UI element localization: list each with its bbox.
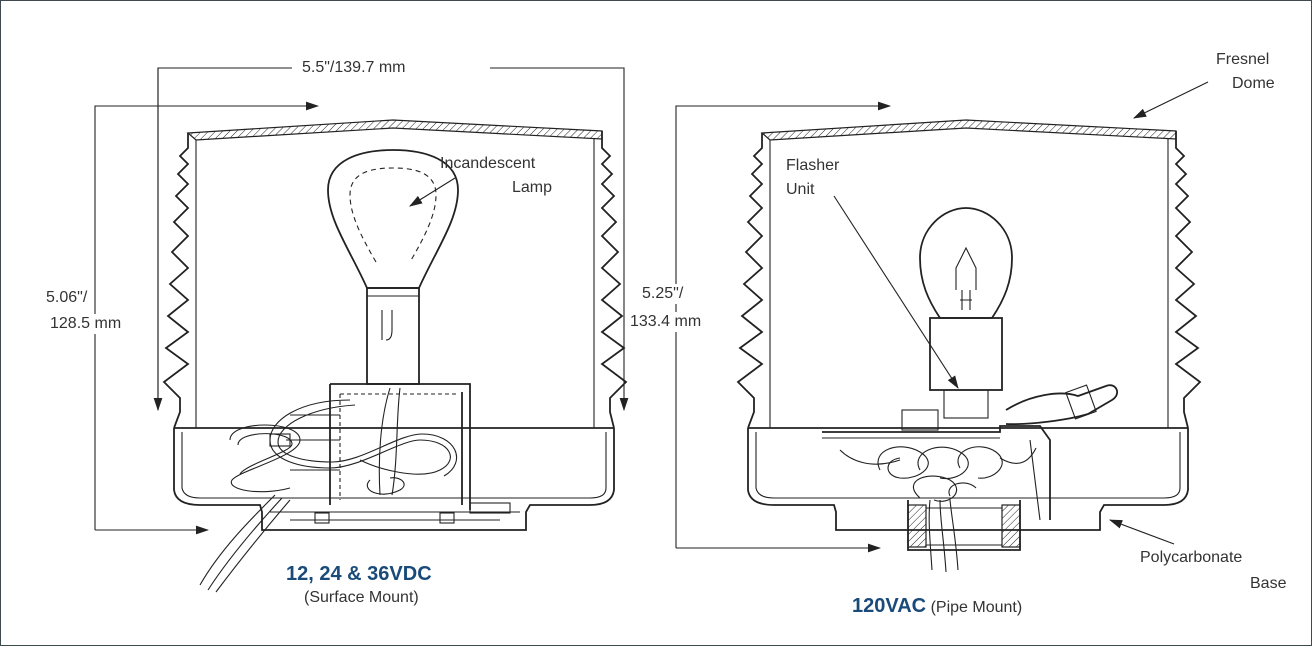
lamp-leader — [409, 177, 456, 207]
left-height-label-1: 5.06"/ — [44, 288, 90, 308]
left-dimensions — [94, 67, 624, 535]
flasher-leader — [833, 195, 959, 389]
left-dome-top — [186, 119, 603, 141]
base-leader — [1108, 519, 1175, 545]
left-beacon — [162, 119, 628, 593]
incandescent-lamp — [327, 149, 459, 289]
right-height-label-1: 5.25"/ — [640, 284, 686, 304]
right-fresnel-left — [736, 133, 764, 429]
width-dimension-label: 5.5"/139.7 mm — [298, 58, 410, 78]
right-caption-title: 120VAC — [852, 595, 927, 617]
left-base — [173, 427, 615, 531]
right-beacon — [736, 119, 1202, 573]
right-fresnel-right — [1174, 131, 1202, 429]
lamp-label-2: Lamp — [512, 179, 553, 196]
dome-leader — [1133, 81, 1209, 119]
callout-leaders — [409, 81, 1209, 545]
right-lamp — [919, 207, 1013, 319]
left-fresnel-left — [162, 133, 190, 429]
right-height-label-2: 133.4 mm — [628, 312, 704, 332]
dome-label-1: Fresnel — [1216, 51, 1270, 68]
base-label-2: Base — [1250, 575, 1287, 592]
right-caption-subtitle: (Pipe Mount) — [930, 599, 1023, 616]
flasher-label-1: Flasher — [786, 157, 840, 174]
base-label-1: Polycarbonate — [1140, 549, 1243, 566]
left-fresnel-right — [600, 131, 628, 429]
dome-label-2: Dome — [1232, 75, 1275, 92]
left-height-label-2: 128.5 mm — [48, 314, 124, 334]
flasher-label-2: Unit — [786, 181, 815, 198]
right-caption: 120VAC (Pipe Mount) — [852, 596, 1022, 618]
right-dimensions — [675, 101, 892, 553]
left-cable — [199, 494, 291, 593]
lamp-label-1: Incandescent — [440, 155, 536, 172]
right-dome-top — [760, 119, 1177, 141]
left-caption-title: 12, 24 & 36VDC — [286, 563, 432, 585]
left-caption-subtitle: (Surface Mount) — [304, 589, 419, 606]
right-base — [747, 427, 1189, 531]
